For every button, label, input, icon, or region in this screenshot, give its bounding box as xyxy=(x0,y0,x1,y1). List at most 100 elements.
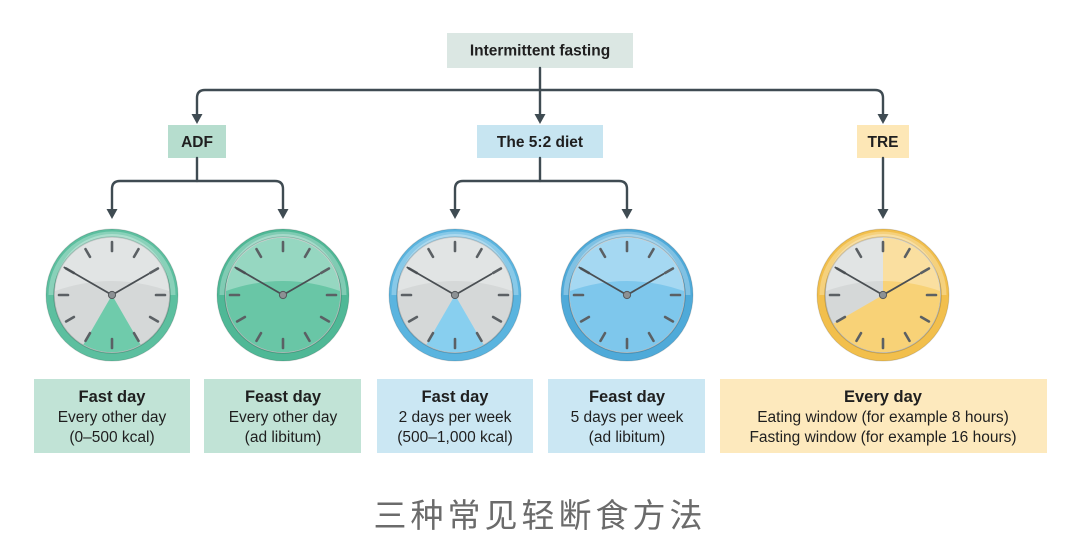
card-adf-fast-day: Fast day Every other day (0–500 kcal) xyxy=(34,379,190,453)
arrowhead-to-adf xyxy=(191,114,203,124)
root-node: Intermittent fasting xyxy=(447,33,633,68)
arrowhead-five-two-feast xyxy=(621,209,633,219)
clock-center-pin xyxy=(107,290,117,300)
clock-tick xyxy=(599,247,607,259)
branch-five-two-box xyxy=(477,125,603,158)
clock-tick xyxy=(903,331,911,343)
clock-tick xyxy=(919,315,931,323)
clock-minute-hand xyxy=(406,266,456,296)
clock-tick xyxy=(319,315,331,323)
branch-tre: TRE xyxy=(857,125,909,158)
branch-tre-box xyxy=(857,125,909,158)
clock-ring-highlight xyxy=(219,231,347,296)
branch-five-two: The 5:2 diet xyxy=(477,125,603,158)
arrowhead-five-two-fast xyxy=(449,209,461,219)
clock-ring-highlight xyxy=(563,231,691,296)
clock-gloss xyxy=(570,234,684,291)
clock-tick xyxy=(303,331,311,343)
arrowhead-to-five-two xyxy=(534,114,546,124)
clock-tick xyxy=(919,267,931,275)
clock-gloss xyxy=(826,234,940,291)
card-line: (ad libitum) xyxy=(245,429,322,446)
branch-tre-label: TRE xyxy=(868,134,899,151)
clock-tick xyxy=(647,247,655,259)
card-box xyxy=(720,379,1047,453)
clock-five-two-feast-day xyxy=(560,228,694,362)
branch-adf-label: ADF xyxy=(181,134,213,151)
clock-minute-hand xyxy=(578,266,628,296)
clock-tick xyxy=(647,331,655,343)
branch-five-two-label: The 5:2 diet xyxy=(497,134,583,151)
arrowhead-tre-every-day xyxy=(877,209,889,219)
clock-tre-every-day xyxy=(816,228,950,362)
card-line: (500–1,000 kcal) xyxy=(397,429,512,446)
clock-center-pin xyxy=(878,290,888,300)
card-adf-feast-day: Feast day Every other day (ad libitum) xyxy=(204,379,361,453)
card-box xyxy=(377,379,533,453)
clock-tick xyxy=(475,331,483,343)
card-line: Every other day xyxy=(58,409,167,426)
card-line: Fasting window (for example 16 hours) xyxy=(749,429,1016,446)
root-node-box xyxy=(447,33,633,68)
clock-tick xyxy=(903,247,911,259)
clock-ring-highlight xyxy=(391,231,519,296)
card-five-two-feast-day: Feast day 5 days per week (ad libitum) xyxy=(548,379,705,453)
clock-tick xyxy=(319,267,331,275)
card-title: Feast day xyxy=(245,388,322,406)
clock-tick xyxy=(84,247,92,259)
clock-tick xyxy=(132,247,140,259)
card-box xyxy=(548,379,705,453)
clock-center-pin xyxy=(622,290,632,300)
clock-tick xyxy=(599,331,607,343)
clock-tick xyxy=(491,315,503,323)
root-node-label: Intermittent fasting xyxy=(470,43,610,60)
clock-hour-hand xyxy=(882,273,921,296)
clock-tick xyxy=(148,315,160,323)
card-title: Fast day xyxy=(79,388,147,406)
clock-tick xyxy=(235,315,247,323)
figure-caption: 三种常见轻断食方法 xyxy=(374,496,707,535)
clock-tick xyxy=(427,331,435,343)
branch-adf: ADF xyxy=(168,125,226,158)
clock-minute-hand xyxy=(834,266,884,296)
arrowhead-adf-fast xyxy=(106,209,118,219)
clock-tick xyxy=(255,331,263,343)
clock-tick xyxy=(84,331,92,343)
clock-minute-hand xyxy=(234,266,284,296)
card-line: (0–500 kcal) xyxy=(69,429,154,446)
card-line: 5 days per week xyxy=(571,409,684,426)
card-line: Every other day xyxy=(229,409,338,426)
card-line: (ad libitum) xyxy=(589,429,666,446)
clock-gloss xyxy=(226,234,340,291)
clock-hour-hand xyxy=(111,273,150,296)
clock-tick xyxy=(663,315,675,323)
clock-tick xyxy=(475,247,483,259)
clock-adf-fast-day xyxy=(45,228,179,362)
arrowhead-adf-feast xyxy=(277,209,289,219)
clock-tick xyxy=(579,315,591,323)
clock-tick xyxy=(835,315,847,323)
arrowhead-to-tre xyxy=(877,114,889,124)
card-title: Feast day xyxy=(589,388,666,406)
clock-five-two-fast-day xyxy=(388,228,522,362)
card-line: Eating window (for example 8 hours) xyxy=(757,409,1009,426)
clock-filled-portion xyxy=(83,295,141,353)
clock-gloss xyxy=(398,234,512,291)
card-tre-every-day: Every day Eating window (for example 8 h… xyxy=(720,379,1047,453)
card-box xyxy=(204,379,361,453)
clock-tick xyxy=(407,315,419,323)
clock-tick xyxy=(64,315,76,323)
card-title: Fast day xyxy=(422,388,490,406)
card-title: Every day xyxy=(844,388,923,406)
clock-ring-highlight xyxy=(819,231,947,296)
clock-tick xyxy=(663,267,675,275)
connector-adf-branches xyxy=(110,179,285,212)
clock-center-pin xyxy=(278,290,288,300)
clock-tick xyxy=(148,267,160,275)
clock-minute-hand xyxy=(63,266,113,296)
clock-filled-portion xyxy=(426,295,484,353)
clock-hour-hand xyxy=(454,273,493,296)
clock-adf-feast-day xyxy=(216,228,350,362)
clock-hour-hand xyxy=(282,273,321,296)
